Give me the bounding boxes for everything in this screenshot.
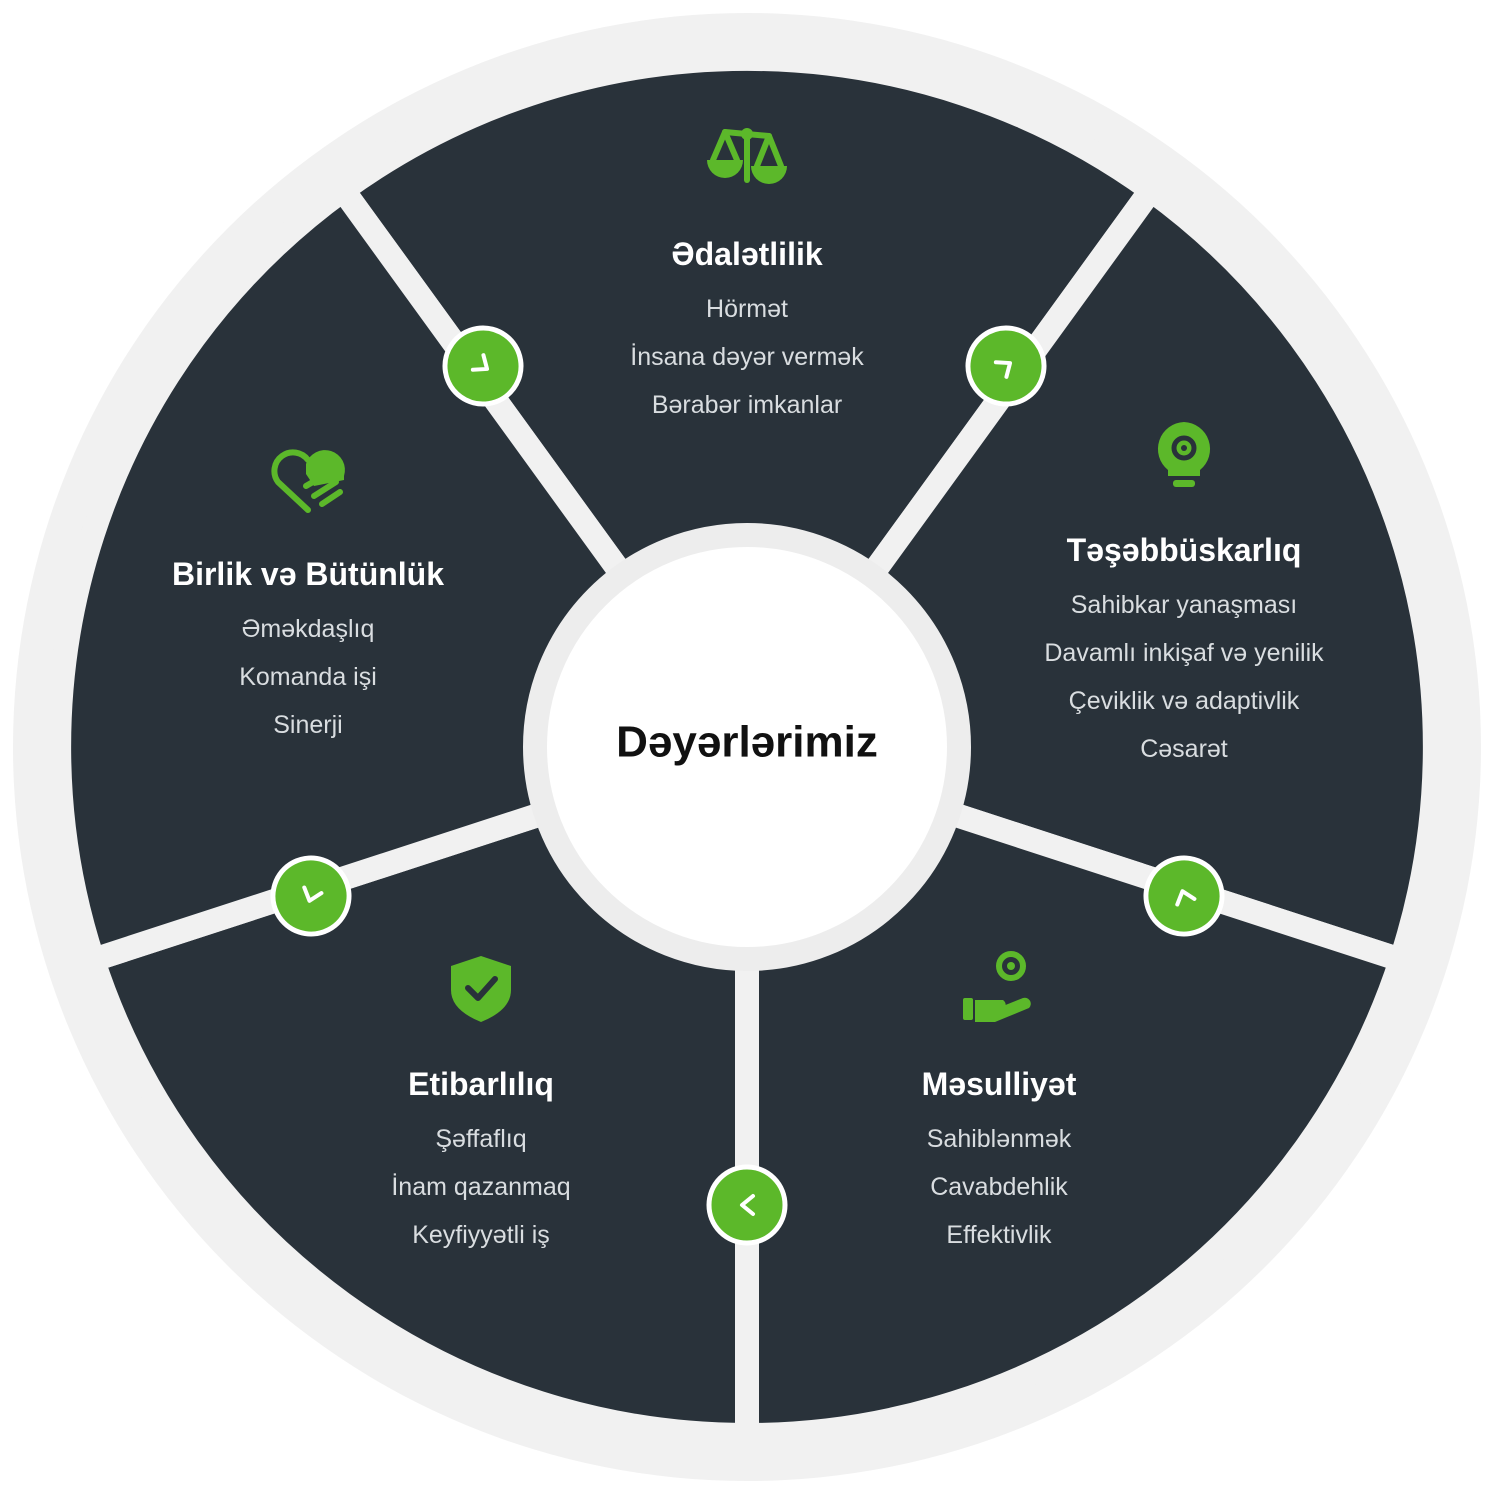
segment-title: Birlik və Bütünlük <box>172 556 444 592</box>
connector-arrow[interactable] <box>430 313 536 419</box>
chevron-clockwise-icon <box>740 1194 755 1216</box>
connectors-layer <box>263 313 1232 1246</box>
segment-item: Cəsarət <box>1140 735 1228 763</box>
segment-shape <box>735 735 1413 1447</box>
heart-hand-icon <box>271 449 345 513</box>
center-label: Dəyərlərimiz <box>616 718 878 767</box>
connector-arrow[interactable] <box>706 1164 788 1246</box>
segment-fairness: Ədalətlilik Hörmət İnsana dəyər vermək B… <box>331 46 1163 759</box>
connector-arrow[interactable] <box>953 313 1059 419</box>
segment-item: Sahibkar yanaşması <box>1071 591 1298 619</box>
connector-arrow[interactable] <box>1136 848 1232 944</box>
segment-item: İnam qazanmaq <box>391 1172 570 1201</box>
segment-shape <box>331 46 1163 759</box>
lightbulb-gear-icon <box>1157 422 1211 487</box>
segment-responsibility: Məsulliyət Sahiblənmək Cavabdehlik Effek… <box>735 735 1413 1447</box>
segment-title: Etibarlılıq <box>408 1066 554 1102</box>
chevron-clockwise-icon <box>993 360 1013 379</box>
center-hub: Dəyərlərimiz <box>523 523 971 971</box>
segment-item: Çeviklik və adaptivlik <box>1069 687 1300 715</box>
segment-item: İnsana dəyər vermək <box>630 342 864 371</box>
segment-item: Bərabər imkanlar <box>652 391 842 419</box>
segment-item: Sinerji <box>273 711 342 739</box>
segment-title: Məsulliyət <box>922 1066 1077 1102</box>
segment-item: Əməkdaşlıq <box>242 615 375 643</box>
segment-item: Effektivlik <box>946 1221 1052 1249</box>
chevron-clockwise-icon <box>302 885 324 903</box>
segment-title: Təşəbbüskarlıq <box>1067 532 1302 568</box>
chevron-clockwise-icon <box>470 353 490 372</box>
segment-item: Davamlı inkişaf və yenilik <box>1044 639 1324 667</box>
hand-gear-icon <box>963 951 1031 1022</box>
segment-item: Sahiblənmək <box>927 1125 1072 1153</box>
segment-item: Şəffaflıq <box>435 1125 526 1153</box>
segment-item: Komanda işi <box>239 663 377 691</box>
segment-title: Ədalətlilik <box>671 236 822 272</box>
connector-arrow[interactable] <box>263 848 359 944</box>
scale-icon <box>707 128 787 184</box>
segment-item: Cavabdehlik <box>930 1173 1068 1201</box>
shield-check-icon <box>451 956 511 1022</box>
segment-item: Keyfiyyətli iş <box>412 1221 550 1249</box>
segment-item: Hörmət <box>706 295 788 323</box>
center-disc <box>523 523 971 971</box>
chevron-clockwise-icon <box>1175 889 1197 907</box>
